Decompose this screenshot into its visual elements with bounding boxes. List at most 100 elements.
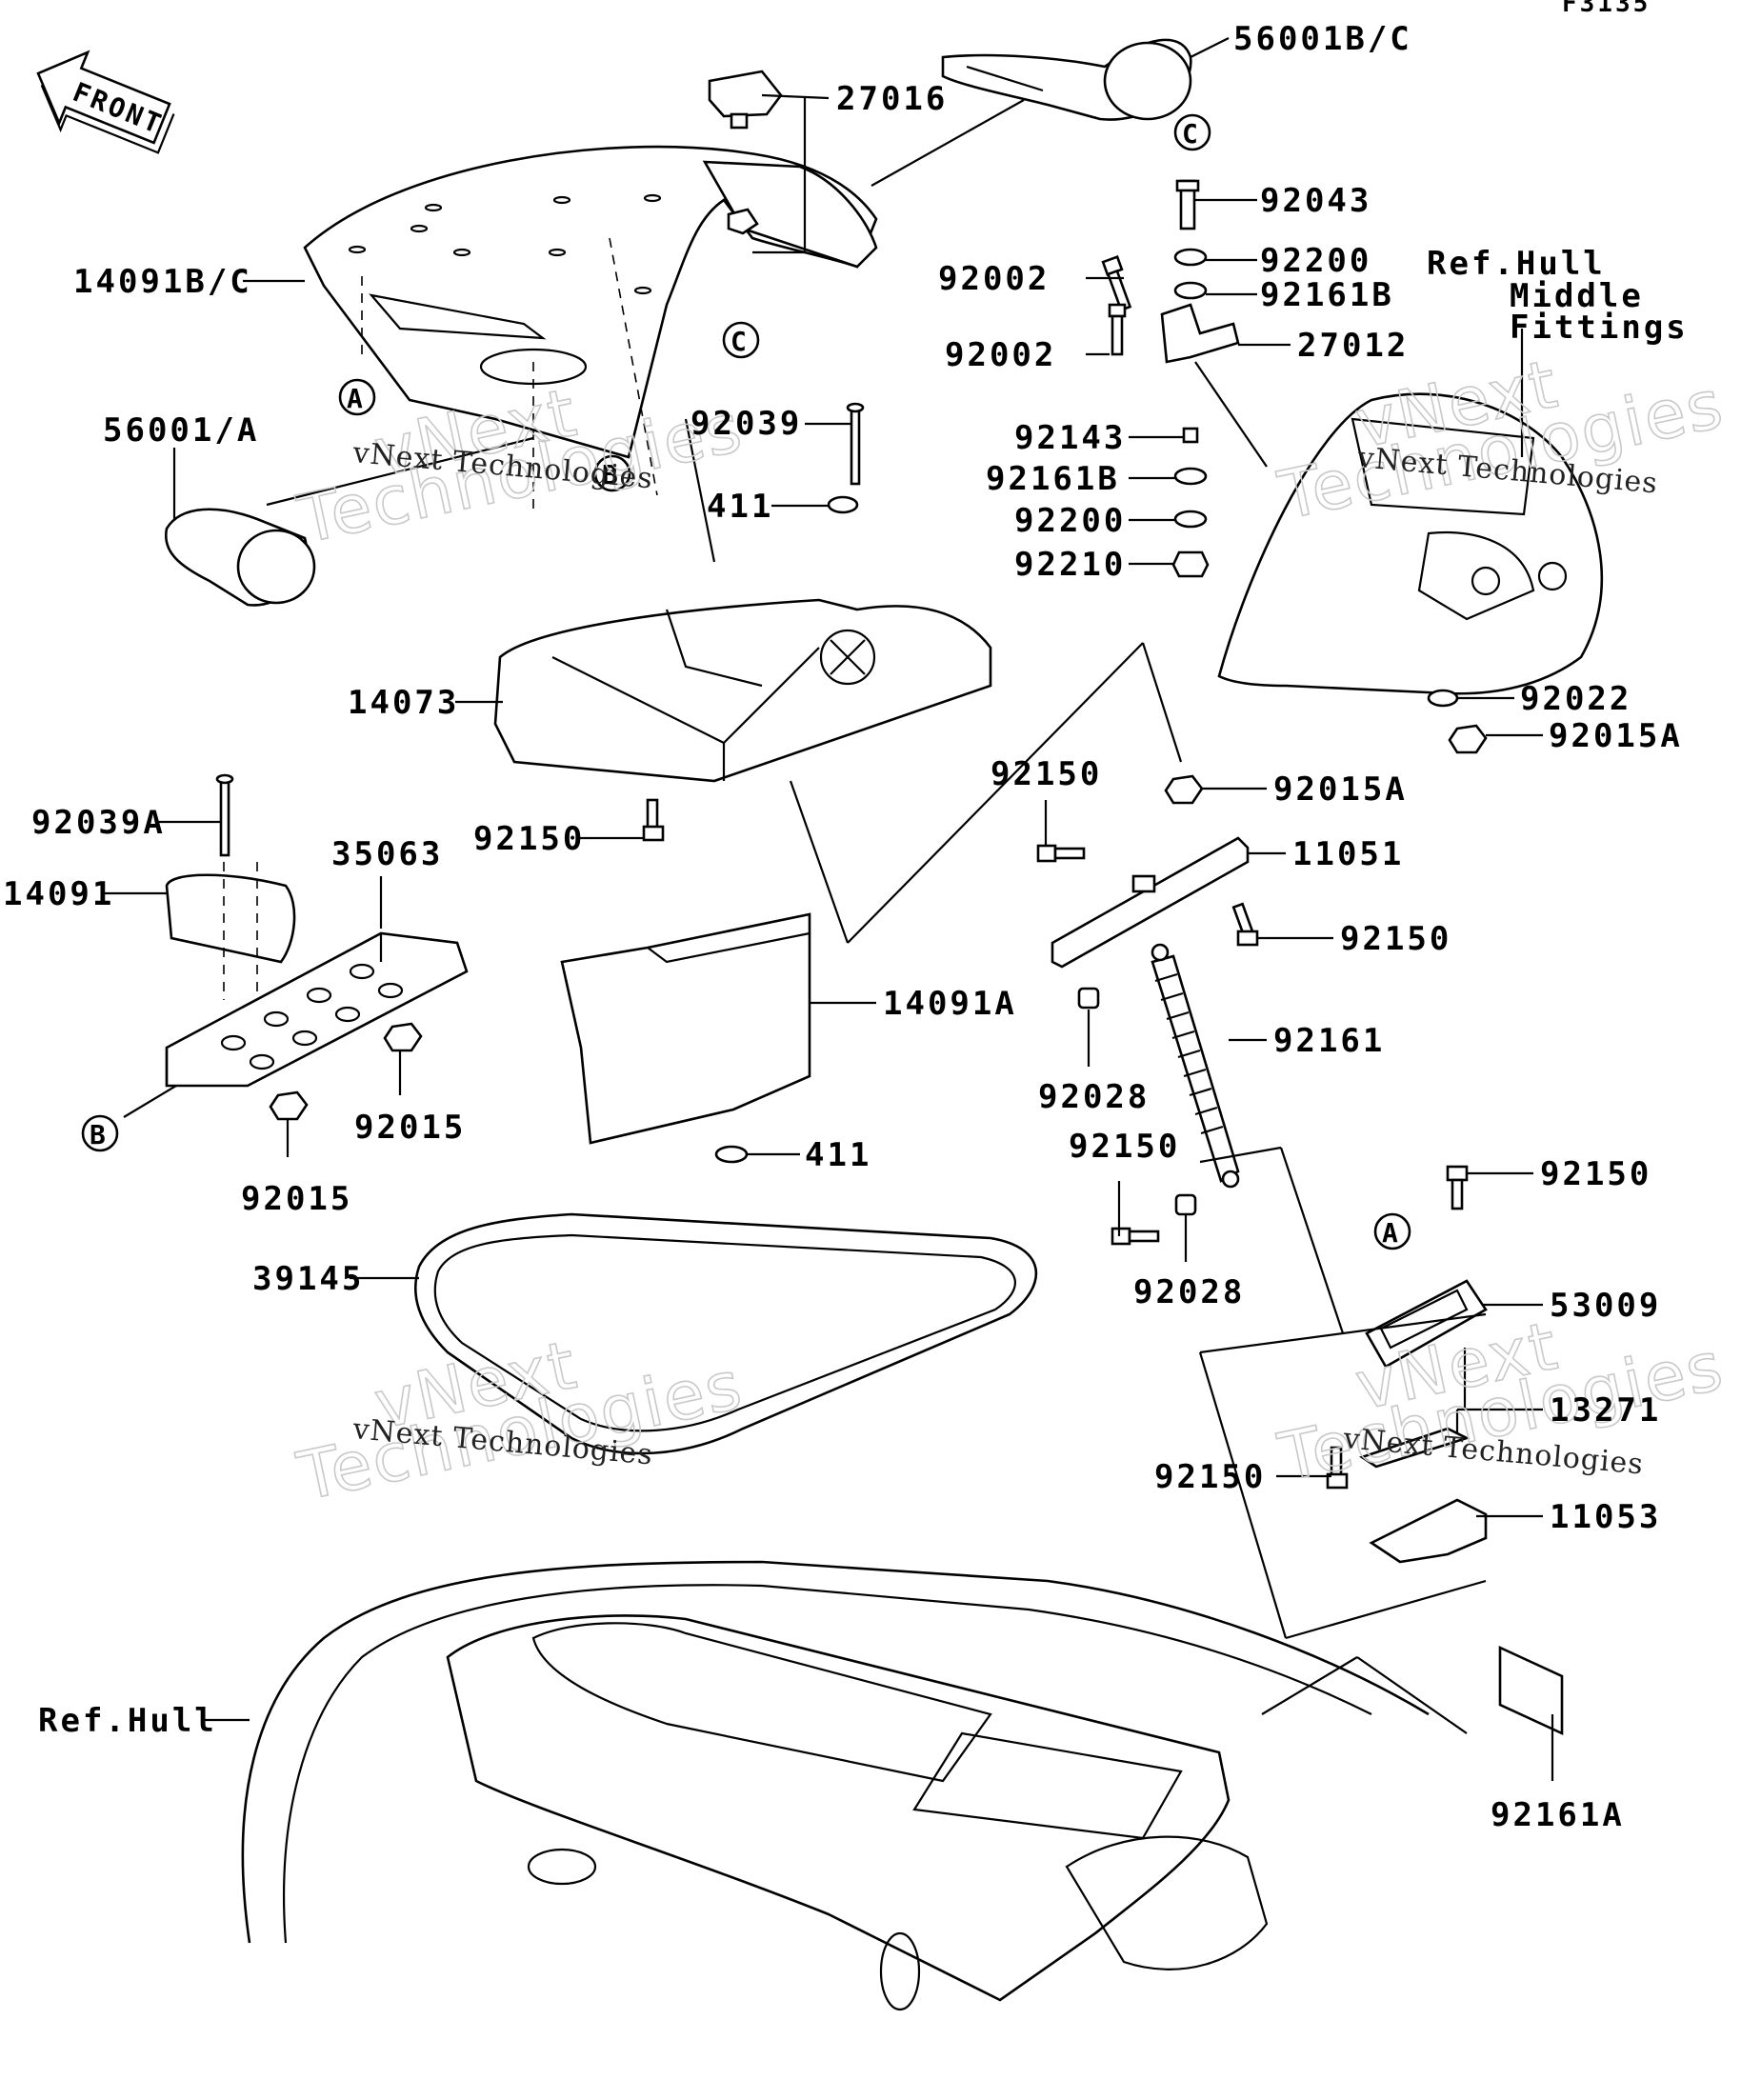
bracket-27012: [1160, 303, 1240, 364]
bolt-92043: [1175, 179, 1200, 230]
pad-92161a: [1498, 1645, 1564, 1736]
label-92161: 92161: [1273, 1022, 1385, 1060]
bolt-92150-b: [1036, 844, 1086, 863]
nut-92210: [1171, 550, 1210, 578]
bolt-92150-d: [1111, 1227, 1160, 1246]
label-92210: 92210: [1014, 546, 1126, 584]
label-92200-b: 92200: [1014, 502, 1126, 540]
figure-code: F3135: [1562, 0, 1651, 18]
label-411-bot: 411: [805, 1136, 871, 1174]
callout-a-left: A: [347, 383, 363, 414]
gas-spring-92161: [1151, 943, 1240, 1189]
callout-circles: C A B C B A: [81, 113, 1411, 1250]
label-53009: 53009: [1550, 1287, 1661, 1325]
label-39145: 39145: [252, 1260, 364, 1298]
label-56001bc: 56001B/C: [1233, 20, 1412, 58]
grommet-411-bot: [714, 1145, 749, 1164]
connection-lines: [223, 99, 1487, 1734]
collar-92028-b: [1174, 1193, 1197, 1216]
latch-53009: [1365, 1279, 1488, 1369]
tray-14073: [493, 598, 992, 783]
grommet-411-top: [827, 495, 859, 514]
gasket-39145: [413, 1212, 1038, 1455]
bracket-35063: [165, 931, 469, 1088]
ref-hull-middle-line1: Ref.Hull: [1427, 245, 1606, 283]
label-56001a: 56001/A: [103, 411, 259, 450]
ref-hull-middle-line2: Middle: [1510, 277, 1644, 315]
ref-hull-middle-line3: Fittings: [1510, 309, 1689, 347]
nut-92015a-a: [1448, 724, 1488, 754]
collar-92143: [1182, 427, 1199, 444]
label-11051: 11051: [1292, 835, 1404, 873]
label-13271: 13271: [1550, 1391, 1661, 1430]
label-92043: 92043: [1260, 182, 1371, 220]
cap-27016: [708, 70, 783, 235]
seat-cover-shape: [303, 145, 878, 514]
handle-56001bc: [941, 38, 1192, 121]
label-27016: 27016: [836, 80, 948, 118]
part-labels: 56001B/C 27016 14091B/C 56001/A 92039 41…: [3, 20, 1689, 1834]
bolt-92150-c: [1231, 902, 1259, 947]
callout-b-left: B: [90, 1119, 106, 1150]
label-92015-a: 92015: [354, 1109, 466, 1147]
washer-92161b-b: [1173, 467, 1208, 486]
label-92002-b: 92002: [945, 336, 1056, 374]
label-92161b-a: 92161B: [1260, 276, 1394, 314]
washer-92200-b: [1173, 510, 1208, 529]
bolt-92150-e: [1446, 1165, 1469, 1210]
label-14073: 14073: [348, 684, 459, 722]
label-92028-b: 92028: [1133, 1273, 1245, 1311]
label-92002-a: 92002: [938, 260, 1050, 298]
hull-outline: [241, 1560, 1430, 2011]
label-92015a-b: 92015A: [1273, 770, 1408, 809]
nut-92015-b: [269, 1090, 309, 1121]
handle-56001a: [164, 508, 316, 607]
bracket-11053: [1369, 1498, 1488, 1564]
callout-c-top: C: [730, 326, 747, 357]
bolt-92150-f: [1326, 1446, 1349, 1490]
label-92039a: 92039A: [31, 804, 166, 842]
label-92150-c: 92150: [1340, 920, 1451, 958]
label-92022: 92022: [1520, 680, 1631, 718]
label-92150-b: 92150: [991, 755, 1102, 793]
nut-92015-a: [383, 1022, 423, 1052]
seat-slots: [348, 193, 662, 295]
label-92028-a: 92028: [1038, 1078, 1150, 1116]
hull-middle-fittings-shape: [1217, 392, 1604, 695]
washer-92200-a: [1173, 248, 1208, 267]
washer-92022: [1427, 689, 1459, 708]
label-35063: 35063: [331, 835, 443, 873]
label-92150-e: 92150: [1540, 1155, 1651, 1193]
label-92150-a: 92150: [473, 820, 585, 858]
label-27012: 27012: [1297, 327, 1409, 365]
callout-c-right: C: [1182, 118, 1198, 150]
label-14091bc: 14091B/C: [73, 263, 252, 301]
ref-hull: Ref.Hull: [38, 1702, 217, 1740]
callout-a-right: A: [1382, 1217, 1398, 1249]
label-411-top: 411: [707, 488, 773, 526]
callout-b-top: B: [602, 459, 618, 490]
bolt-92002-b: [1108, 303, 1127, 356]
label-92143: 92143: [1014, 419, 1126, 457]
label-92150-f: 92150: [1154, 1458, 1266, 1496]
label-92015a-a: 92015A: [1549, 717, 1683, 755]
panel-14091a: [560, 912, 811, 1145]
bolt-92002-a: [1101, 255, 1132, 312]
label-92200-a: 92200: [1260, 242, 1371, 280]
label-11053: 11053: [1550, 1498, 1661, 1536]
bracket-11051: [1051, 836, 1250, 969]
label-14091: 14091: [3, 875, 114, 913]
label-92161b-b: 92161B: [986, 460, 1120, 498]
front-arrow-icon: FRONT: [36, 50, 175, 154]
plate-13271: [1359, 1427, 1471, 1469]
bolt-92150-a: [642, 798, 665, 842]
pin-92039a: [215, 773, 234, 857]
label-92150-d: 92150: [1069, 1128, 1180, 1166]
pin-92039: [846, 402, 865, 486]
nut-92015a-b: [1164, 774, 1204, 805]
label-14091a: 14091A: [883, 985, 1017, 1023]
washer-92161b-a: [1173, 281, 1208, 300]
cover-14091: [165, 873, 296, 964]
leader-lines: [105, 37, 1554, 1781]
